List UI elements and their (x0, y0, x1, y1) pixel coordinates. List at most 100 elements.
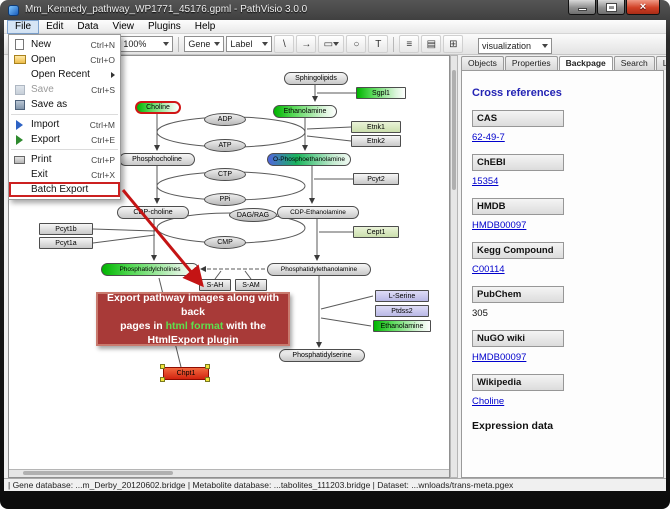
node-dag[interactable]: DAG/RAG (229, 208, 277, 222)
node-pcyt1b[interactable]: Pcyt1b (39, 223, 93, 235)
file-menu-export-label: Export (31, 134, 60, 145)
xref-link-kegg[interactable]: C00114 (472, 264, 505, 275)
menu-plugins[interactable]: Plugins (147, 21, 181, 32)
maximize-button[interactable] (597, 0, 625, 15)
window-title: Mm_Kennedy_pathway_WP1771_45176.gpml - P… (25, 4, 308, 15)
node-sam[interactable]: S-AM (235, 279, 267, 291)
node-l-serine[interactable]: L-Serine (375, 290, 429, 302)
file-menu-save[interactable]: Save Ctrl+S (9, 82, 120, 97)
node-ethanolamine-top[interactable]: Ethanolamine (273, 105, 337, 118)
file-menu-exit[interactable]: Exit Ctrl+X (9, 167, 120, 182)
menu-file[interactable]: File (7, 20, 40, 34)
file-menu-save-as[interactable]: Save as (9, 97, 120, 112)
selection-handle[interactable] (160, 377, 165, 382)
xref-header-hmdb: HMDB (472, 198, 564, 215)
text-tool-button[interactable]: T (368, 35, 389, 53)
menu-help[interactable]: Help (194, 21, 216, 32)
tab-legend[interactable]: Legend (655, 56, 666, 70)
node-chpt1-selected[interactable]: Chpt1 (163, 367, 209, 380)
node-o-phosphoethanolamine[interactable]: O-Phosphoethanolamine (267, 153, 351, 166)
node-ctp[interactable]: CTP (204, 168, 246, 181)
minimize-button[interactable] (568, 0, 596, 15)
xref-link-hmdb[interactable]: HMDB00097 (472, 220, 527, 231)
menu-data[interactable]: Data (77, 21, 99, 32)
node-cmp[interactable]: CMP (204, 236, 246, 249)
node-phosphocholine[interactable]: Phosphocholine (119, 153, 195, 166)
line-tool-button[interactable]: \ (274, 35, 295, 53)
vertical-scroll-thumb[interactable] (452, 70, 456, 190)
file-menu-export-shortcut: Ctrl+E (91, 134, 115, 145)
node-phosphatidylethanolamine[interactable]: Phosphatidylethanolamine (267, 263, 371, 276)
selection-handle[interactable] (205, 377, 210, 382)
file-menu-new[interactable]: New Ctrl+N (9, 37, 120, 52)
menu-separator (11, 114, 118, 115)
label-combo[interactable]: Label (226, 36, 273, 52)
node-phosphatidylcholines[interactable]: Phosphatidylcholines (101, 263, 199, 276)
open-icon (13, 55, 26, 64)
file-menu-import[interactable]: Import Ctrl+M (9, 117, 120, 132)
align-button[interactable]: ≡ (399, 35, 420, 53)
ellipse-tool-button[interactable]: ○ (346, 35, 367, 53)
tab-backpage[interactable]: Backpage (558, 56, 613, 70)
app-icon (8, 5, 19, 16)
node-cdp-ethanolamine[interactable]: CDP-Ethanolamine (277, 206, 359, 219)
node-sgpl1[interactable]: Sgpl1 (356, 87, 406, 99)
file-menu-new-label: New (31, 39, 52, 50)
grid-button[interactable]: ⊞ (443, 35, 464, 53)
node-pcyt2[interactable]: Pcyt2 (353, 173, 399, 185)
node-ethanolamine-right[interactable]: Ethanolamine (373, 320, 431, 332)
selection-handle[interactable] (205, 364, 210, 369)
node-etnk1[interactable]: Etnk1 (351, 121, 401, 133)
datanode-type-combo[interactable]: Gene (184, 36, 225, 52)
node-pcyt1a[interactable]: Pcyt1a (39, 237, 93, 249)
file-menu-import-label: Import (31, 119, 60, 130)
annotation-line2-highlight: html format (165, 320, 224, 332)
expression-data-label: Expression data (472, 420, 554, 432)
menu-edit[interactable]: Edit (46, 21, 64, 32)
chevron-down-icon (163, 42, 170, 46)
visualization-combo[interactable]: visualization (478, 38, 552, 54)
vertical-scrollbar[interactable] (450, 55, 458, 478)
xref-link-nugo[interactable]: HMDB00097 (472, 352, 527, 363)
stack-button[interactable]: ▤ (421, 35, 442, 53)
arrow-tool-button[interactable]: → (296, 35, 317, 53)
node-atp[interactable]: ATP (204, 139, 246, 152)
file-menu-export[interactable]: Export Ctrl+E (9, 132, 120, 147)
xref-link-cas[interactable]: 62-49-7 (472, 132, 505, 143)
node-ppi[interactable]: PPi (204, 193, 246, 206)
grid-icon: ⊞ (449, 38, 458, 50)
node-phosphatidylserine[interactable]: Phosphatidylserine (279, 349, 365, 362)
tab-properties[interactable]: Properties (504, 56, 558, 70)
node-cept1[interactable]: Cept1 (353, 226, 399, 238)
file-menu-exit-label: Exit (31, 169, 48, 180)
tab-objects[interactable]: Objects (461, 56, 504, 70)
chevron-down-icon (262, 42, 269, 46)
zoom-combo[interactable]: 100% (119, 36, 174, 52)
arrow-icon: → (301, 38, 312, 50)
xref-link-wikipedia[interactable]: Choline (472, 396, 505, 407)
node-adp[interactable]: ADP (204, 113, 246, 126)
file-menu-print[interactable]: Print Ctrl+P (9, 152, 120, 167)
file-menu-open[interactable]: Open Ctrl+O (9, 52, 120, 67)
node-ptdss2[interactable]: Ptdss2 (375, 305, 429, 317)
file-menu-exit-shortcut: Ctrl+X (91, 169, 115, 180)
xref-link-chebi[interactable]: 15354 (472, 176, 499, 187)
file-menu-open-recent[interactable]: Open Recent (9, 67, 120, 82)
tab-search[interactable]: Search (613, 56, 655, 70)
file-menu-open-label: Open (31, 54, 56, 65)
node-cdp-choline[interactable]: CDP-choline (117, 206, 189, 219)
line-icon: \ (282, 38, 286, 50)
file-menu-open-shortcut: Ctrl+O (90, 54, 115, 65)
menu-view[interactable]: View (112, 21, 134, 32)
horizontal-scrollbar[interactable] (9, 469, 449, 477)
close-button[interactable] (626, 0, 660, 15)
node-etnk2[interactable]: Etnk2 (351, 135, 401, 147)
node-sphingolipids[interactable]: Sphingolipids (284, 72, 348, 85)
sidebar-tabs: Objects Properties Backpage Search Legen… (459, 55, 666, 70)
selection-handle[interactable] (160, 364, 165, 369)
file-menu-batch-export[interactable]: Batch Export (9, 182, 120, 197)
horizontal-scroll-thumb[interactable] (23, 471, 173, 475)
node-choline[interactable]: Choline (135, 101, 181, 114)
shape-tool-button[interactable]: ▭ (318, 35, 345, 53)
node-sah[interactable]: S-AH (199, 279, 231, 291)
